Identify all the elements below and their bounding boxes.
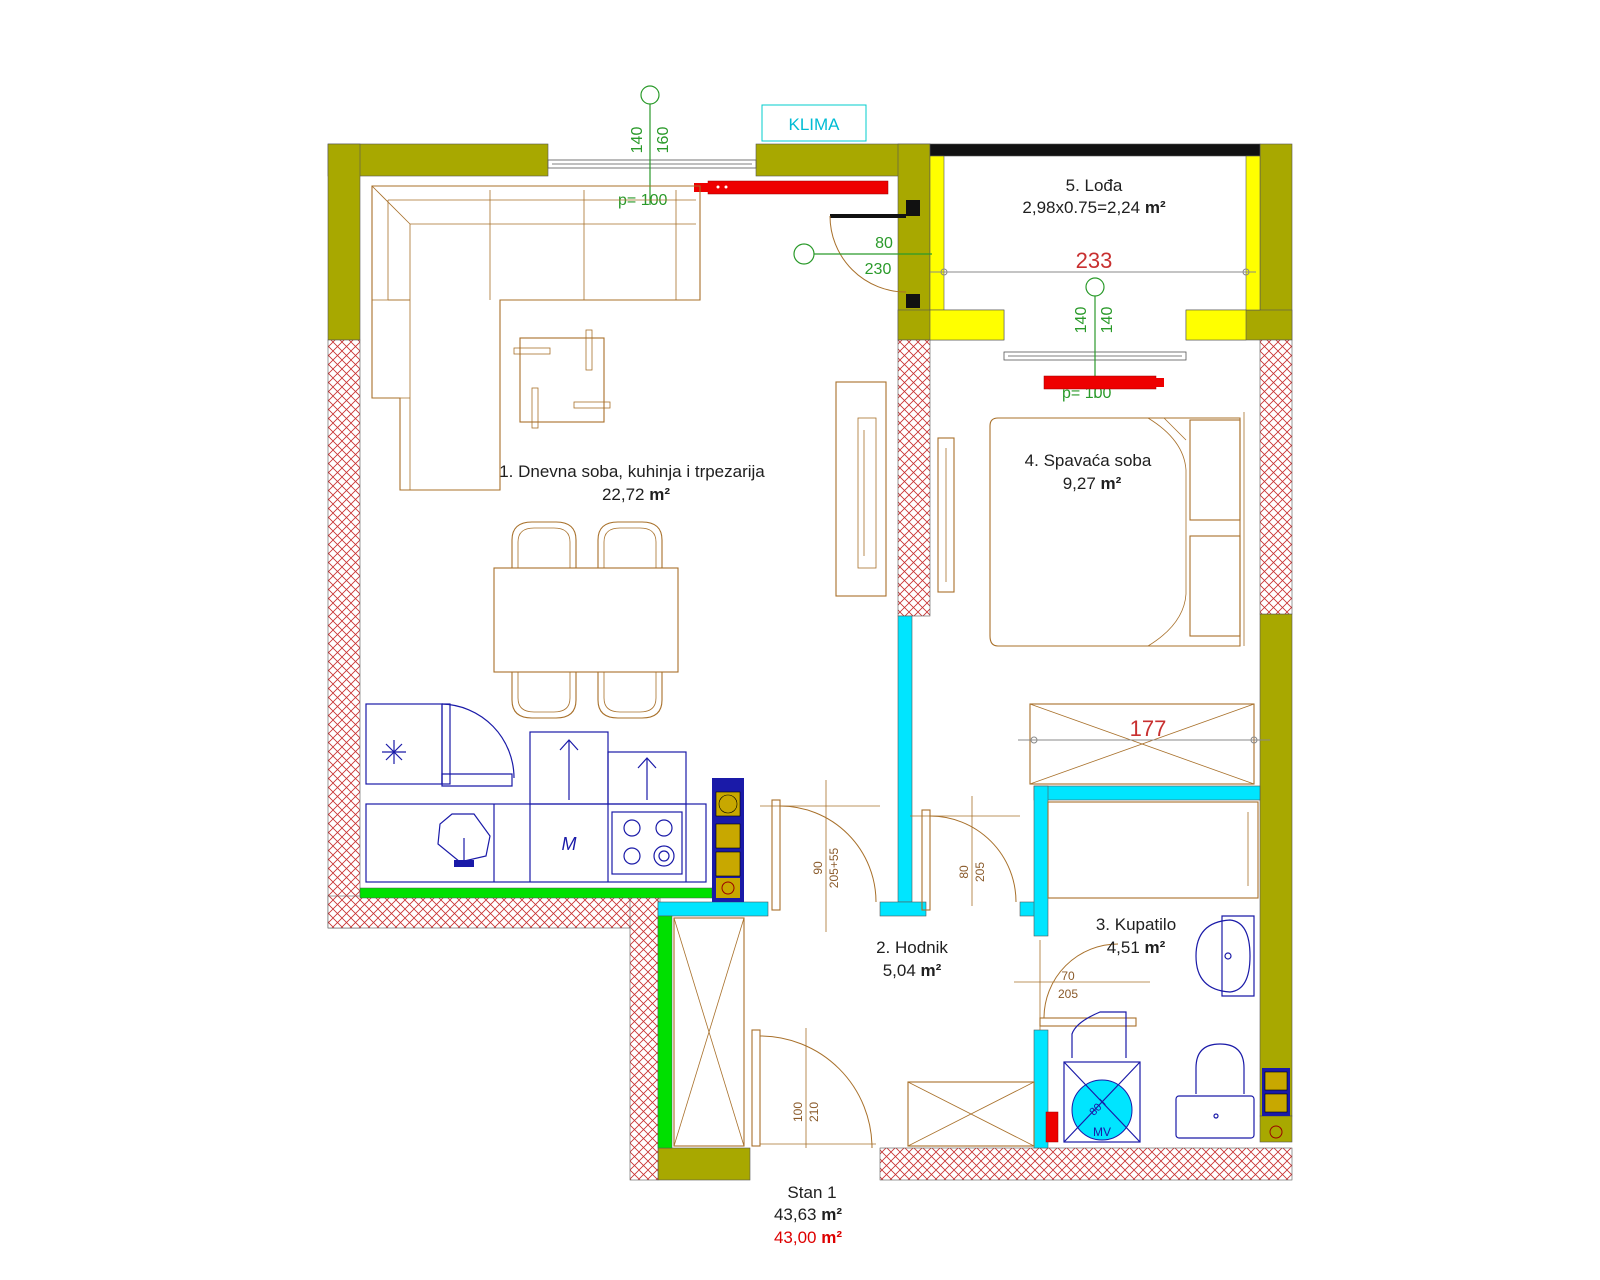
bathtub xyxy=(1047,801,1259,899)
bedroom-wardrobe-slim xyxy=(937,437,955,593)
room-label-living: 1. Dnevna soba, kuhinja i trpezarija 22,… xyxy=(499,462,765,504)
washing-machine: MV 80 l xyxy=(1063,1011,1141,1143)
hall-wardrobe xyxy=(673,917,745,1147)
kitchen-sink xyxy=(437,813,491,867)
room-label-loggia: 5. Lođa 2,98x0.75=2,24 m² xyxy=(1022,176,1166,217)
toilet xyxy=(1175,1043,1255,1139)
corner-sofa xyxy=(371,185,701,491)
svg-text:3. Kupatilo: 3. Kupatilo xyxy=(1096,915,1176,934)
svg-text:2,98x0.75=2,24 m²: 2,98x0.75=2,24 m² xyxy=(1022,198,1166,217)
svg-text:9,27 m²: 9,27 m² xyxy=(1063,474,1122,493)
radiator-living xyxy=(694,180,889,195)
kitchen-counter xyxy=(365,803,707,883)
window-living xyxy=(547,158,757,170)
room-label-hall: 2. Hodnik 5,04 m² xyxy=(876,938,948,980)
svg-text:70: 70 xyxy=(1061,969,1075,983)
svg-text:230: 230 xyxy=(865,261,892,278)
radiator-bedroom xyxy=(1043,375,1164,390)
svg-text:100: 100 xyxy=(791,1102,805,1122)
dining-table xyxy=(493,567,679,673)
svg-text:205: 205 xyxy=(973,862,987,882)
door-entrance: 100 210 xyxy=(751,1028,876,1149)
svg-text:140: 140 xyxy=(1099,307,1116,334)
wardrobe: 177 xyxy=(1018,703,1270,785)
bathroom-shaft xyxy=(1262,1068,1290,1139)
cooktop xyxy=(611,811,683,875)
washbasin xyxy=(1195,915,1255,997)
svg-text:80: 80 xyxy=(875,235,893,252)
svg-text:90: 90 xyxy=(811,861,825,875)
door-living-bedroom: 90 205+55 xyxy=(760,780,880,932)
svg-text:1. Dnevna soba, kuhinja i trpe: 1. Dnevna soba, kuhinja i trpezarija xyxy=(499,462,765,481)
svg-text:4,51 m²: 4,51 m² xyxy=(1107,938,1166,957)
door-hall-bedroom: 80 205 xyxy=(910,796,1020,911)
door-bathroom: 70 205 xyxy=(1014,940,1150,1030)
svg-text:177: 177 xyxy=(1130,716,1167,741)
apartment-name: Stan 1 xyxy=(787,1183,836,1202)
double-bed xyxy=(989,417,1241,647)
svg-text:205+55: 205+55 xyxy=(827,847,841,888)
upper-cabinets xyxy=(365,703,687,805)
svg-text:22,72 m²: 22,72 m² xyxy=(602,485,670,504)
apartment-area-net: 43,63 m² xyxy=(774,1205,842,1224)
nightstands xyxy=(1189,412,1245,646)
svg-text:2. Hodnik: 2. Hodnik xyxy=(876,938,948,957)
loggia-dimension: 233 xyxy=(930,248,1256,276)
hatched-walls xyxy=(327,339,1293,1181)
svg-text:p= 100: p= 100 xyxy=(618,192,667,209)
kitchen-shaft xyxy=(712,778,744,902)
stove-m-label: M xyxy=(562,834,577,854)
klima-label: KLIMA xyxy=(788,115,840,134)
tv-cabinet xyxy=(835,381,887,597)
hall-shoe-cabinet xyxy=(907,1081,1035,1147)
svg-text:5. Lođa: 5. Lođa xyxy=(1066,176,1123,195)
dining-chairs xyxy=(511,521,663,719)
exterior-walls xyxy=(327,143,1293,1181)
svg-text:160: 160 xyxy=(655,127,672,154)
klima-box xyxy=(761,104,867,142)
svg-text:80: 80 xyxy=(957,865,971,879)
room-label-bedroom: 4. Spavaća soba 9,27 m² xyxy=(1025,451,1152,493)
coffee-table xyxy=(513,329,611,429)
radiator-bathroom xyxy=(1045,1111,1059,1143)
svg-text:233: 233 xyxy=(1076,248,1113,273)
boiler-label: MV xyxy=(1093,1125,1111,1139)
apartment-area-gross: 43,00 m² xyxy=(774,1228,842,1247)
svg-text:140: 140 xyxy=(629,127,646,154)
window-living-marker: 140 160 p= 100 xyxy=(618,85,672,209)
svg-text:140: 140 xyxy=(1073,307,1090,334)
balcony-door: 80 230 xyxy=(793,200,932,308)
room-label-bath: 3. Kupatilo 4,51 m² xyxy=(1096,915,1176,957)
svg-text:4. Spavaća soba: 4. Spavaća soba xyxy=(1025,451,1152,470)
svg-text:210: 210 xyxy=(807,1102,821,1122)
svg-text:5,04 m²: 5,04 m² xyxy=(883,961,942,980)
partition-walls xyxy=(657,615,1261,1149)
svg-text:205: 205 xyxy=(1058,987,1078,1001)
insulation xyxy=(359,887,713,1149)
apartment-summary: Stan 1 43,63 m² 43,00 m² xyxy=(774,1183,842,1247)
